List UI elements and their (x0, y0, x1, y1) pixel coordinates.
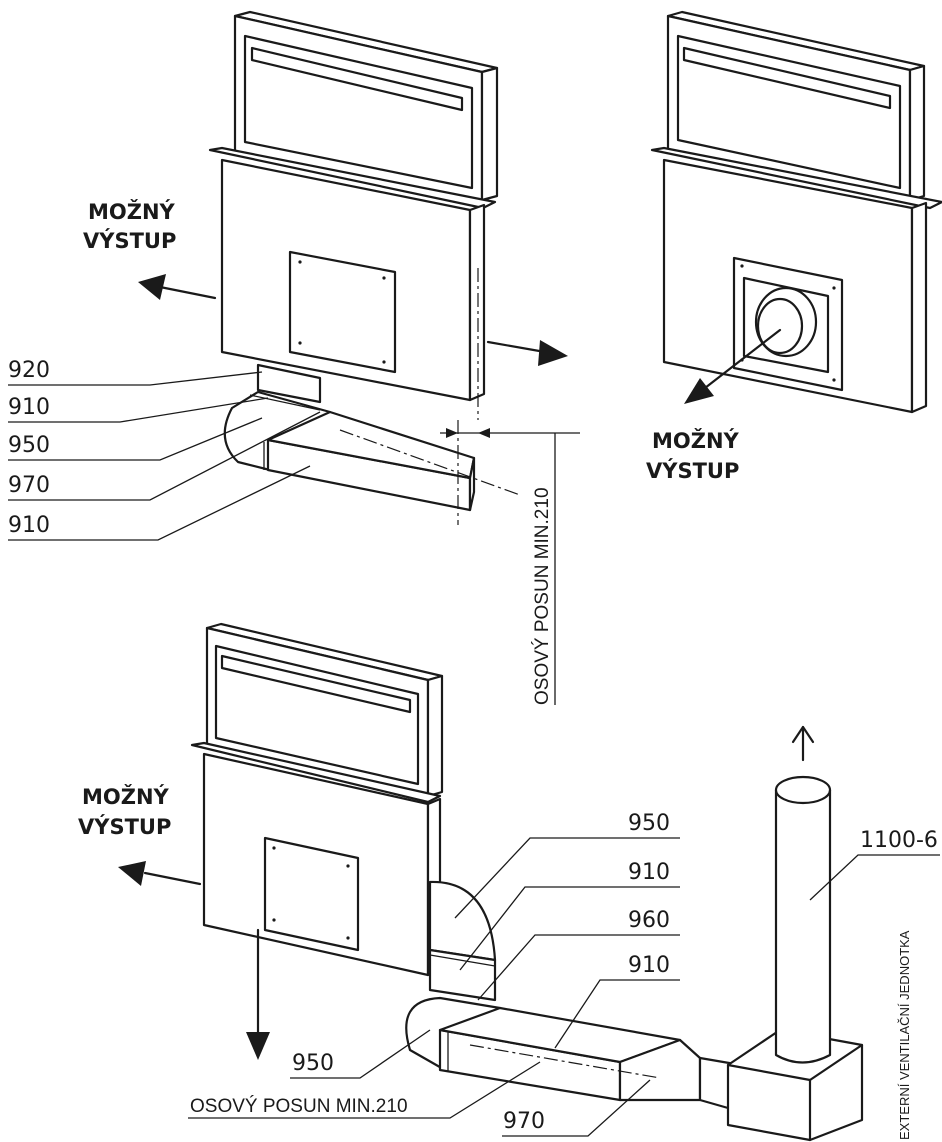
top-right-labels: MOŽNÝ VÝSTUP (646, 428, 740, 483)
callout-910-b: 910 (8, 513, 50, 538)
outlet-label-line1: MOŽNÝ (88, 199, 176, 224)
bottom-labels: MOŽNÝ VÝSTUP 950 910 960 910 950 OSOVÝ P… (78, 784, 938, 1140)
callout-1100-6: 1100-6 (860, 828, 938, 853)
outlet-label-line2-bottom: VÝSTUP (78, 814, 171, 839)
callout-910-right: 910 (628, 860, 670, 885)
callout-910: 910 (8, 395, 50, 420)
bottom-hood-assembly (118, 622, 940, 1142)
axial-offset-label-bottom: OSOVÝ POSUN MIN.210 (190, 1096, 408, 1117)
outlet-label-line2-right: VÝSTUP (646, 458, 739, 483)
outlet-label-line1-bottom: MOŽNÝ (82, 784, 170, 809)
callout-950-left: 950 (292, 1051, 334, 1076)
axial-offset-label: OSOVÝ POSUN MIN.210 (532, 487, 553, 705)
callout-960-right: 960 (628, 908, 670, 933)
callout-950-right: 950 (628, 811, 670, 836)
callout-950: 950 (8, 433, 50, 458)
outlet-label-line2: VÝSTUP (83, 228, 176, 253)
callout-910-right-b: 910 (628, 953, 670, 978)
external-unit-label: EXTERNÍ VENTILAČNÍ JEDNOTKA (897, 930, 912, 1140)
top-left-labels: MOŽNÝ VÝSTUP 920 910 950 970 910 OSOVÝ P… (8, 199, 553, 705)
callout-920: 920 (8, 358, 50, 383)
outlet-label-line1-right: MOŽNÝ (652, 428, 740, 453)
callout-970: 970 (8, 473, 50, 498)
callout-970-bottom: 970 (503, 1109, 545, 1134)
top-left-hood-assembly (8, 10, 580, 705)
top-right-hood-assembly (650, 10, 942, 414)
